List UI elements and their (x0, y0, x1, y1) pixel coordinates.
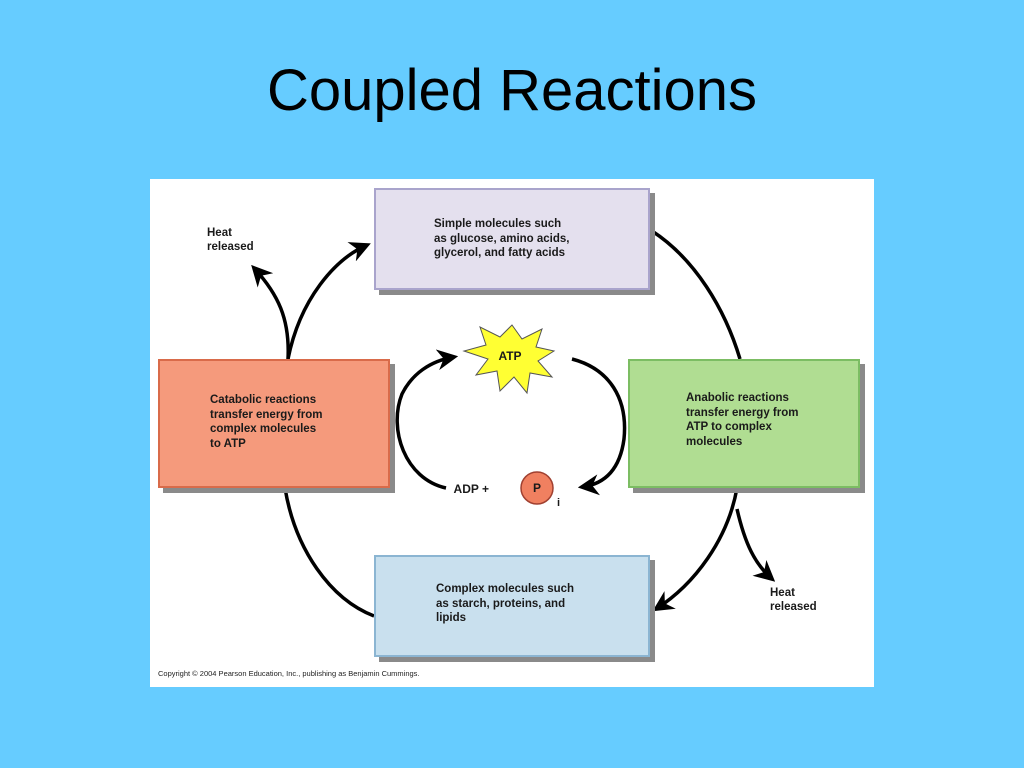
catabolic-box-line-4: to ATP (210, 437, 246, 450)
heat-released-left-label: Heat released (207, 226, 254, 254)
arrow-heat-right (735, 508, 776, 582)
catabolic-reactions-box: Catabolic reactions transfer energy from… (158, 359, 390, 488)
arrow-adp-to-atp (395, 349, 459, 490)
simple-box-line-1: Simple molecules such (434, 218, 562, 230)
copyright-notice: Copyright © 2004 Pearson Education, Inc.… (158, 669, 420, 678)
adp-label: ADP + (454, 482, 489, 496)
heat-left-line-2: released (207, 241, 254, 253)
simple-box-line-2: as glucose, amino acids, (434, 232, 570, 245)
coupled-reactions-diagram: ATP ADP + P i Simple molecules such as g… (150, 179, 874, 687)
complex-molecules-box: Complex molecules such as starch, protei… (374, 555, 650, 657)
anabolic-box-line-2: transfer energy from (686, 406, 799, 419)
anabolic-box-line-3: ATP to complex (686, 421, 772, 433)
anabolic-box-line-4: molecules (686, 435, 743, 448)
arrow-catabolic-to-simple (286, 242, 371, 360)
phosphate-label: P (533, 481, 541, 495)
anabolic-reactions-box: Anabolic reactions transfer energy from … (628, 359, 860, 488)
heat-released-right-label: Heat released (770, 586, 817, 614)
arrow-complex-to-catabolic (283, 487, 375, 618)
catabolic-box-line-2: transfer energy from (210, 408, 323, 421)
arrow-anabolic-to-complex (652, 487, 739, 612)
simple-molecules-box: Simple molecules such as glucose, amino … (374, 188, 650, 290)
complex-box-line-2: as starch, proteins, and (436, 597, 566, 610)
catabolic-box-line-1: Catabolic reactions (210, 394, 317, 406)
heat-right-line-1: Heat (770, 587, 795, 599)
diagram-canvas: ATP ADP + P i (251, 229, 776, 618)
arrow-atp-to-adp (571, 357, 627, 496)
atp-starburst (462, 324, 556, 395)
arrow-simple-to-anabolic (651, 229, 742, 360)
phosphate-subscript: i (557, 497, 560, 509)
heat-left-line-1: Heat (207, 227, 232, 239)
anabolic-box-line-1: Anabolic reactions (686, 392, 789, 404)
complex-box-line-3: lipids (436, 612, 467, 624)
arrow-heat-left (251, 264, 290, 360)
simple-box-line-3: glycerol, and fatty acids (434, 247, 566, 259)
phosphate-circle (520, 471, 554, 505)
atp-label: ATP (498, 349, 521, 363)
heat-right-line-2: released (770, 601, 817, 613)
catabolic-box-line-3: complex molecules (210, 423, 317, 435)
slide-title: Coupled Reactions (266, 58, 758, 123)
complex-box-line-1: Complex molecules such (436, 583, 575, 595)
